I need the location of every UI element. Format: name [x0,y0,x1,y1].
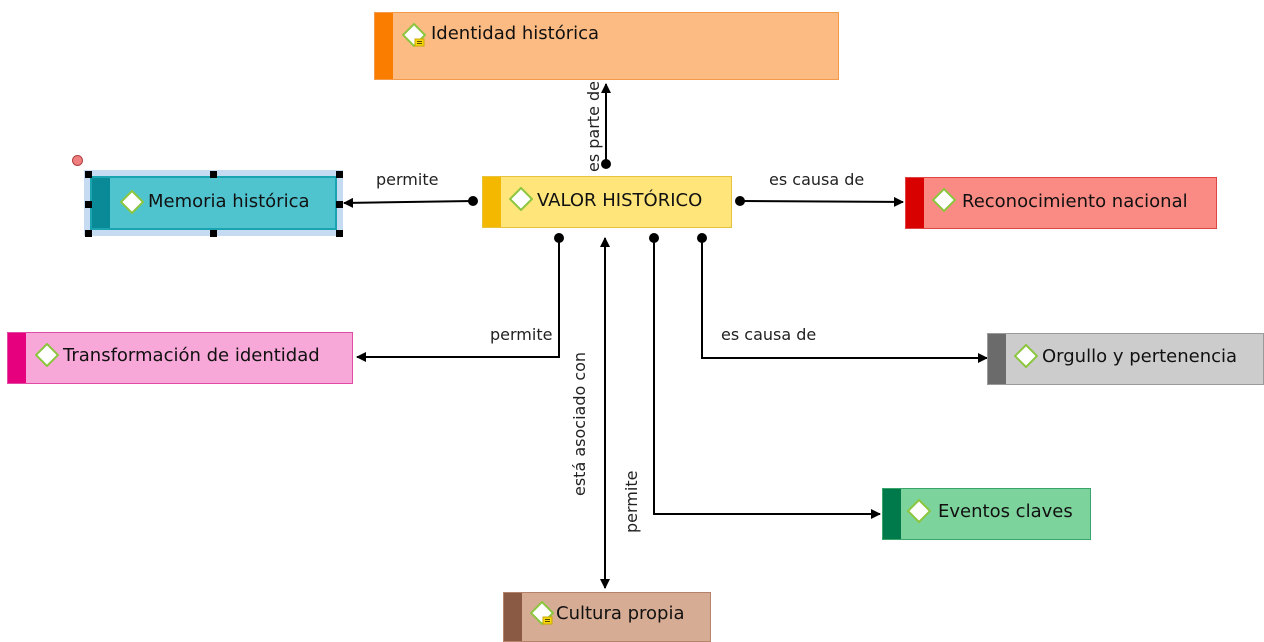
node-label: Eventos claves [938,501,1073,522]
diamond-note-icon [530,601,554,625]
diamond-icon [509,187,533,211]
node-transformacion-de-identidad[interactable]: Transformación de identidad [7,332,353,384]
edge-es-causa-de-orgullo[interactable] [697,233,988,363]
node-orgullo-y-pertenencia[interactable]: Orgullo y pertenencia [987,333,1264,385]
selection-handle[interactable] [210,230,217,237]
node-color-bar [375,13,393,79]
node-color-bar [92,178,110,228]
node-color-bar [483,177,501,227]
node-identidad-historica[interactable]: Identidad histórica [374,12,839,80]
node-reconocimiento-nacional[interactable]: Reconocimiento nacional [905,177,1217,229]
node-label: Cultura propia [556,603,685,624]
selection-handle[interactable] [210,171,217,178]
node-eventos-claves[interactable]: Eventos claves [882,488,1091,540]
rotate-handle[interactable] [72,155,83,166]
diamond-icon [120,190,144,214]
node-color-bar [988,334,1006,384]
selection-handle[interactable] [336,171,343,178]
selection-handle[interactable] [85,201,92,208]
node-color-bar [8,333,26,383]
node-memoria-historica[interactable]: Memoria histórica [84,170,343,236]
edge-permite-eventos[interactable] [649,233,881,519]
edge-label-es-parte-de: es parte de [584,80,603,172]
diamond-icon [35,343,59,367]
edge-label-esta-asociado-con: está asociado con [570,351,589,496]
node-valor-historico[interactable]: VALOR HISTÓRICO [482,176,732,228]
edge-label-es-causa-de-reconocimiento: es causa de [769,170,865,189]
edge-label-es-causa-de-orgullo: es causa de [721,325,817,344]
node-label: Identidad histórica [431,23,600,44]
diamond-icon [907,499,931,523]
diamond-icon [1014,344,1038,368]
edge-label-permite-memoria: permite [376,170,439,189]
diamond-note-icon [402,23,426,47]
edge-label-permite-transformacion: permite [490,325,553,344]
selection-handle[interactable] [336,230,343,237]
node-label: Reconocimiento nacional [962,191,1188,212]
edge-es-causa-de-reconocimiento[interactable] [735,196,904,207]
edge-label-permite-eventos: permite [622,470,641,533]
node-label: VALOR HISTÓRICO [537,190,703,211]
selection-handle[interactable] [336,201,343,208]
node-label: Orgullo y pertenencia [1042,346,1238,367]
selection-handle[interactable] [85,230,92,237]
node-label: Memoria histórica [148,191,310,212]
edge-permite-memoria[interactable] [343,196,478,208]
node-cultura-propia[interactable]: Cultura propia [503,592,711,642]
node-color-bar [504,593,522,641]
edge-es-parte-de[interactable] [601,83,611,169]
edge-permite-transformacion[interactable] [356,233,564,362]
node-label: Transformación de identidad [63,345,320,366]
diamond-icon [932,188,956,212]
node-color-bar [883,489,901,539]
selection-handle[interactable] [85,171,92,178]
node-color-bar [906,178,924,228]
